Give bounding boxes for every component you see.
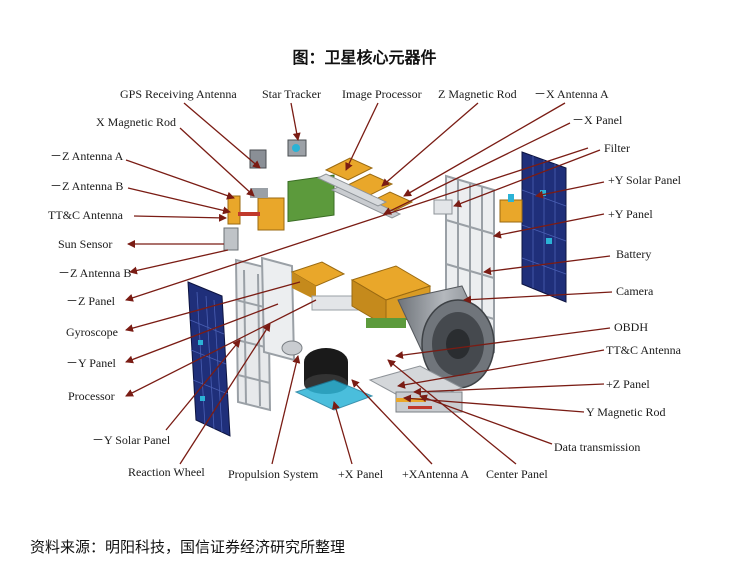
label-pos-x-antenna-a: +XAntenna A bbox=[402, 467, 469, 481]
arrow-ttc-right bbox=[397, 349, 605, 389]
label-neg-y-solar: －Y Solar Panel bbox=[92, 433, 171, 447]
label-neg-x-antenna-a: －X Antenna A bbox=[534, 87, 609, 101]
arrow-neg-y-panel bbox=[125, 303, 279, 364]
arrow-image-processor bbox=[345, 102, 379, 171]
arrow-center-panel bbox=[387, 359, 517, 465]
arrow-propulsion bbox=[271, 355, 301, 465]
label-gps: GPS Receiving Antenna bbox=[120, 87, 237, 101]
label-pos-x-panel: +X Panel bbox=[338, 467, 384, 481]
arrow-reaction-wheel bbox=[179, 323, 271, 465]
arrow-battery bbox=[483, 255, 611, 276]
label-pos-z-panel: +Z Panel bbox=[606, 377, 650, 391]
label-propulsion: Propulsion System bbox=[228, 467, 319, 481]
arrow-star-tracker bbox=[290, 102, 301, 141]
label-neg-y-panel: －Y Panel bbox=[66, 356, 117, 370]
arrow-y-magnetic-rod bbox=[403, 394, 585, 413]
image-processor-graphic bbox=[316, 157, 414, 219]
star-tracker-graphic bbox=[249, 139, 307, 169]
label-battery: Battery bbox=[616, 247, 651, 261]
arrow-obdh bbox=[395, 327, 611, 360]
label-reaction-wheel: Reaction Wheel bbox=[128, 465, 205, 479]
label-image-processor: Image Processor bbox=[342, 87, 422, 101]
arrow-neg-z-antenna-b bbox=[127, 187, 231, 215]
arrow-pos-y-solar bbox=[535, 181, 605, 199]
arrow-neg-x-panel bbox=[383, 122, 571, 215]
left-sensor-stack-graphic bbox=[223, 188, 285, 251]
arrow-gyroscope bbox=[125, 281, 301, 332]
figure-title: 图：卫星核心元器件 bbox=[292, 48, 437, 67]
arrow-ttc-left bbox=[133, 213, 227, 222]
label-star-tracker: Star Tracker bbox=[262, 87, 321, 101]
arrow-neg-z-antenna-b2 bbox=[129, 249, 229, 275]
arrow-neg-z-panel bbox=[125, 147, 589, 302]
label-processor: Processor bbox=[68, 389, 115, 403]
label-gyroscope: Gyroscope bbox=[66, 325, 118, 339]
label-filter: Filter bbox=[604, 141, 630, 155]
label-z-magnetic-rod: Z Magnetic Rod bbox=[438, 87, 517, 101]
arrow-pos-x-antenna-a bbox=[351, 379, 433, 465]
label-neg-x-panel: －X Panel bbox=[572, 113, 623, 127]
arrow-neg-x-antenna-a bbox=[403, 102, 566, 197]
pos-y-solar-panel-graphic bbox=[521, 151, 567, 303]
left-frame-graphic bbox=[234, 256, 296, 412]
label-neg-z-antenna-b2: －Z Antenna B bbox=[58, 266, 131, 280]
arrow-gps bbox=[183, 102, 261, 169]
arrow-pos-y-panel bbox=[493, 213, 605, 239]
label-data-transmission: Data transmission bbox=[554, 440, 640, 454]
arrow-neg-z-antenna-a bbox=[125, 159, 235, 200]
arrow-filter bbox=[453, 149, 601, 208]
arrow-pos-z-panel bbox=[413, 383, 605, 396]
label-obdh: OBDH bbox=[614, 320, 648, 334]
label-sun-sensor: Sun Sensor bbox=[58, 237, 112, 251]
label-x-magnetic-rod: X Magnetic Rod bbox=[96, 115, 176, 129]
neg-y-solar-panel-graphic bbox=[187, 281, 231, 437]
camera-graphic bbox=[397, 285, 495, 389]
satellite-illustration bbox=[187, 139, 567, 437]
label-y-magnetic-rod: Y Magnetic Rod bbox=[586, 405, 666, 419]
arrow-camera bbox=[463, 291, 613, 304]
label-camera: Camera bbox=[616, 284, 654, 298]
arrow-data-transmission bbox=[419, 394, 553, 445]
arrow-processor bbox=[125, 299, 317, 397]
arrow-z-magnetic-rod bbox=[381, 102, 479, 187]
arrow-pos-x-panel bbox=[332, 401, 353, 465]
propulsion-graphic bbox=[281, 340, 374, 411]
label-pos-y-panel: +Y Panel bbox=[608, 207, 653, 221]
label-pos-y-solar: +Y Solar Panel bbox=[608, 173, 682, 187]
label-ttc-antenna-right: TT&C Antenna bbox=[606, 343, 682, 357]
leader-arrows bbox=[125, 102, 613, 465]
filter-graphic bbox=[433, 194, 523, 223]
label-ttc-antenna-left: TT&C Antenna bbox=[48, 208, 124, 222]
label-neg-z-antenna-a: －Z Antenna A bbox=[50, 149, 124, 163]
green-board-graphic bbox=[287, 174, 335, 223]
gyroscope-graphic bbox=[290, 261, 361, 311]
label-neg-z-antenna-b: －Z Antenna B bbox=[50, 179, 123, 193]
arrow-x-magnetic-rod bbox=[179, 127, 255, 197]
label-center-panel: Center Panel bbox=[486, 467, 548, 481]
component-labels: GPS Receiving Antenna Star Tracker Image… bbox=[48, 87, 682, 481]
arrow-neg-y-solar bbox=[165, 339, 241, 431]
label-neg-z-panel: －Z Panel bbox=[66, 294, 116, 308]
source-note: 资料来源：明阳科技，国信证券经济研究所整理 bbox=[30, 538, 346, 556]
